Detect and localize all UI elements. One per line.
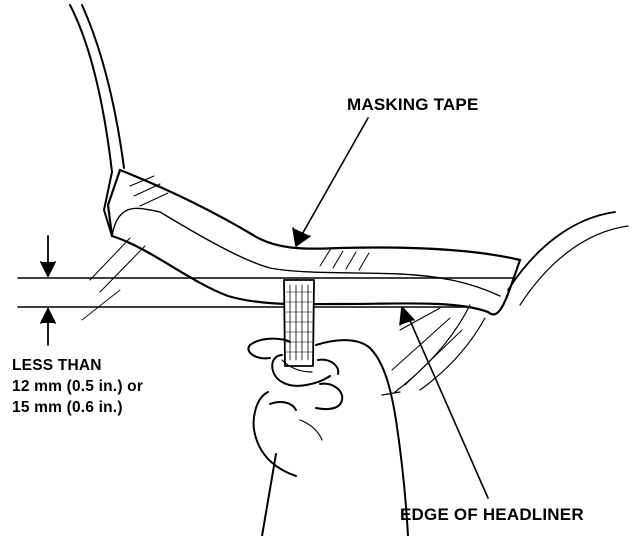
masking-tape-label: MASKING TAPE <box>347 95 479 114</box>
leader-masking-tape <box>292 117 369 247</box>
headliner-shading <box>81 175 463 386</box>
dimension-label-line2: 12 mm (0.5 in.) or <box>12 378 144 395</box>
hand <box>247 337 409 537</box>
dimension-label-line3: 15 mm (0.6 in.) <box>12 399 123 416</box>
dimension-arrows <box>40 235 56 346</box>
edge-of-headliner-label: EDGE OF HEADLINER <box>400 505 584 524</box>
headliner-edge <box>106 168 522 316</box>
windshield-pillar <box>69 4 125 237</box>
leader-edge-of-headliner <box>399 306 489 499</box>
dimension-label: LESS THAN 12 mm (0.5 in.) or 15 mm (0.6 … <box>12 355 143 418</box>
dimension-label-line1: LESS THAN <box>12 357 102 374</box>
dimension-reference-lines <box>17 277 516 308</box>
masking-tape <box>283 279 315 367</box>
body-panel-right <box>381 211 629 396</box>
